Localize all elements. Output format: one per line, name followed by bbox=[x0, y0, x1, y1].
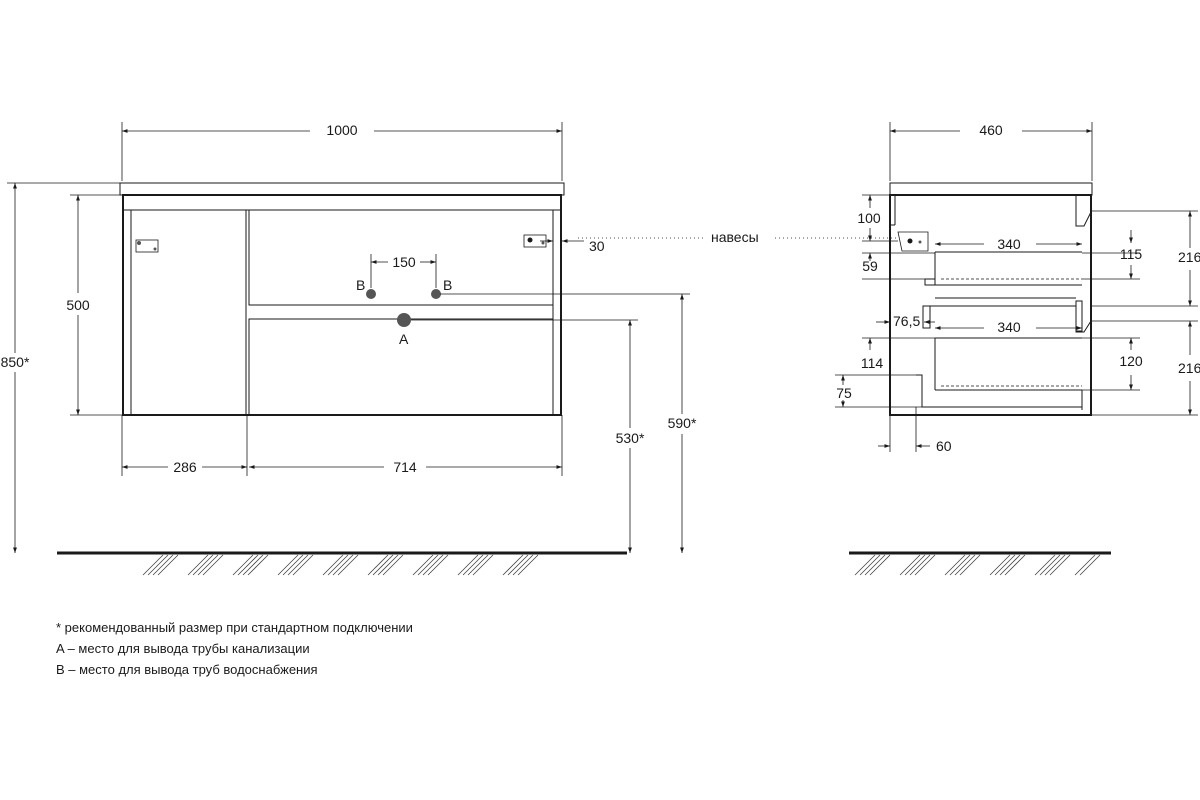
floor-hatch-front bbox=[142, 554, 539, 576]
dim-total-height: 850* bbox=[1, 354, 30, 370]
dim-59: 59 bbox=[862, 258, 878, 274]
dim-drawer-depth-bottom: 340 bbox=[997, 319, 1021, 335]
note-b-water: B – место для вывода труб водоснабжения bbox=[56, 662, 318, 677]
dim-hinge-offset: 30 bbox=[589, 238, 605, 254]
floor-hatch-side bbox=[854, 554, 1101, 576]
dim-water-height: 590* bbox=[668, 415, 697, 431]
front-countertop bbox=[119, 182, 565, 196]
front-view: B B A 1000 850* 500 286 714 bbox=[1, 122, 898, 576]
note-recommended: * рекомендованный размер при стандартном… bbox=[56, 620, 413, 635]
dim-114: 114 bbox=[861, 355, 884, 371]
dim-76-5: 76,5 bbox=[893, 313, 920, 329]
dim-120: 120 bbox=[1119, 353, 1143, 369]
dim-body-height: 500 bbox=[66, 297, 90, 313]
dim-drawer-height-top: 216 bbox=[1178, 249, 1200, 265]
label-b-right: B bbox=[443, 277, 452, 293]
side-cabinet-body bbox=[889, 194, 1092, 416]
hinge-bracket-side bbox=[897, 231, 929, 252]
dim-drain-height: 530* bbox=[616, 430, 645, 446]
dim-right-section: 714 bbox=[393, 459, 417, 475]
dim-top-gap: 100 bbox=[857, 210, 881, 226]
dim-drawer-height-bottom: 216 bbox=[1178, 360, 1200, 376]
label-a: A bbox=[399, 331, 409, 347]
note-a-drain: A – место для вывода трубы канализации bbox=[56, 641, 310, 656]
dim-depth: 460 bbox=[979, 122, 1003, 138]
dim-75: 75 bbox=[836, 385, 852, 401]
dim-drawer-depth-top: 340 bbox=[997, 236, 1021, 252]
legend-notes: * рекомендованный размер при стандартном… bbox=[56, 617, 413, 680]
dim-60: 60 bbox=[936, 438, 952, 454]
dim-width: 1000 bbox=[326, 122, 357, 138]
label-b-left: B bbox=[356, 277, 365, 293]
side-countertop bbox=[889, 182, 1093, 196]
hinges-label: навесы bbox=[711, 229, 759, 245]
dim-left-section: 286 bbox=[173, 459, 197, 475]
drain-outlet bbox=[397, 313, 411, 327]
water-outlet-right bbox=[431, 289, 441, 299]
side-view: 460 100 340 59 76,5 340 114 75 bbox=[835, 122, 1200, 576]
left-door bbox=[130, 209, 247, 416]
water-outlet-left bbox=[366, 289, 376, 299]
dim-pipe-spacing: 150 bbox=[392, 254, 416, 270]
hinge-bracket-left bbox=[135, 239, 159, 253]
dim-115: 115 bbox=[1120, 246, 1143, 262]
